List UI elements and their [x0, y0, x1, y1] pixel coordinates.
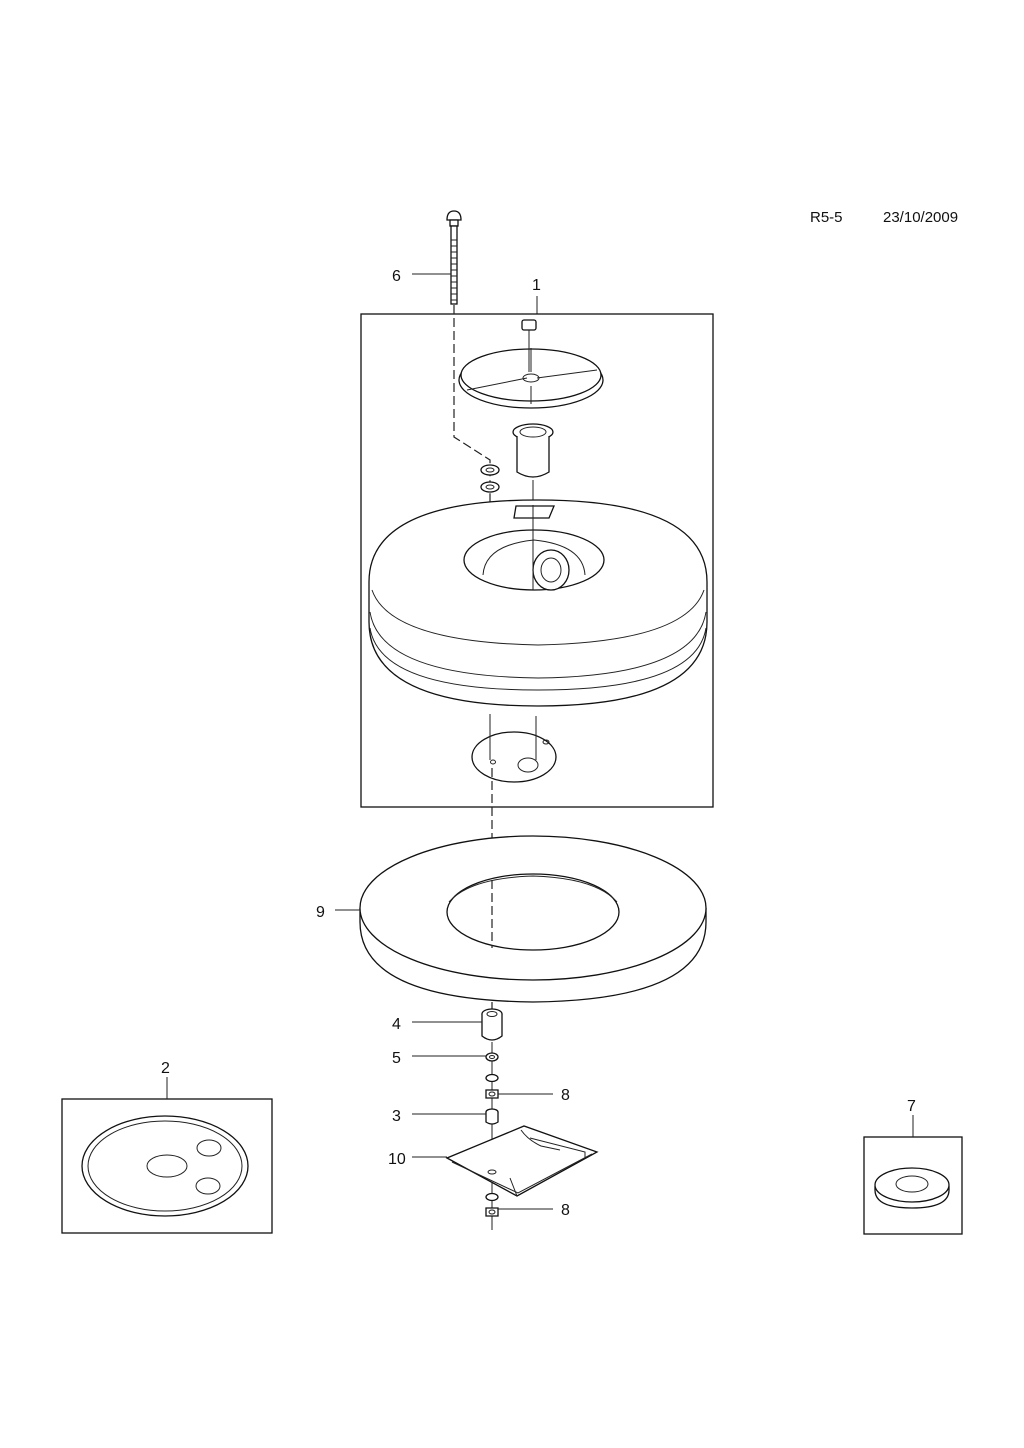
callout-6-label: 6: [392, 268, 401, 285]
part-8-nut-upper: [485, 1089, 499, 1099]
part-6-bolt: [446, 210, 462, 305]
drawing-date: 23/10/2009: [883, 209, 959, 226]
spacer-washer: [485, 1073, 499, 1083]
spare-tyre: [368, 499, 708, 707]
callout-7-label: 7: [907, 1098, 916, 1115]
part-4-sleeve: [481, 1008, 503, 1041]
part-2-gasket: [81, 1115, 249, 1217]
lower-washer: [485, 1192, 499, 1202]
bolt-axis-line: [453, 305, 491, 600]
part-5-washer: [485, 1052, 499, 1062]
callout-4-label: 4: [392, 1016, 401, 1033]
retaining-plate: [471, 714, 557, 783]
drawing-code: R5-5: [810, 209, 843, 226]
part-7-washer: [874, 1167, 950, 1209]
wing-screw: [521, 319, 537, 372]
part-3-spacer: [485, 1108, 499, 1125]
callout-5-label: 5: [392, 1050, 401, 1067]
assembly-1-frame: [360, 313, 714, 808]
part-10-bracket-plate: [445, 1125, 599, 1197]
cover-disc: [458, 348, 604, 409]
callout-8a-label: 8: [561, 1087, 570, 1104]
small-washers: [480, 464, 500, 493]
callout-10-label: 10: [388, 1151, 406, 1168]
callout-8b-label: 8: [561, 1202, 570, 1219]
callout-9-label: 9: [316, 904, 325, 921]
callout-1-label: 1: [532, 277, 541, 294]
part-9-foam-ring: [359, 835, 707, 1003]
callout-2-label: 2: [161, 1060, 170, 1077]
sleeve-nut: [512, 423, 554, 505]
part-8-nut-lower: [485, 1207, 499, 1217]
callout-3-label: 3: [392, 1108, 401, 1125]
